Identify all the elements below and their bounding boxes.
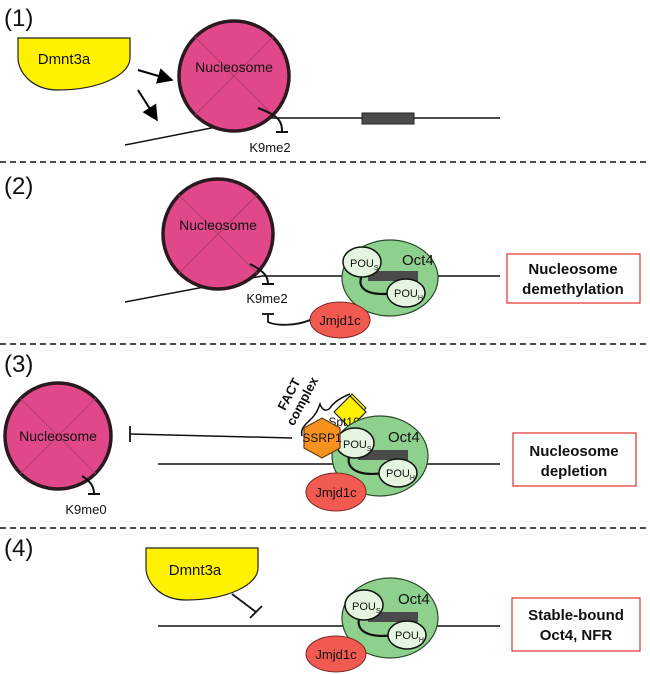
outcome-line-2: Oct4, NFR (540, 627, 613, 644)
pou-h-domain: POUH (386, 278, 426, 308)
histone-tail (249, 263, 269, 285)
panel-1: (1) Dmnt3a Nucleosome K9me2 (4, 5, 500, 155)
dmnt3a-enzyme: Dmnt3a (145, 547, 259, 601)
jmjd1c-label: Jmjd1c (315, 647, 357, 662)
pou-s-label: POU (350, 258, 374, 270)
outcome-line-2: depletion (541, 463, 608, 480)
pou-h-label: POU (395, 630, 419, 642)
panel-4: (4) Dmnt3a Oct4 POUS POUH (4, 535, 641, 673)
jmjd1c-label: Jmjd1c (319, 313, 361, 328)
pou-s-domain: POUS (342, 246, 382, 278)
jmjd1c-enzyme: Jmjd1c (309, 301, 371, 339)
outcome-box (506, 253, 641, 304)
fact-complex-label: FACT complex (274, 374, 321, 428)
histone-mark-label: K9me2 (246, 291, 287, 306)
panel-1-number: (1) (4, 5, 33, 32)
pou-s-label: POU (352, 601, 376, 613)
outcome-line-1: Nucleosome (528, 261, 617, 278)
arrow-to-nucleosome (137, 68, 174, 84)
svg-text:POUS: POUS (343, 439, 372, 453)
arrow-to-dna (137, 89, 158, 122)
oct4-label: Oct4 (402, 252, 434, 269)
inhibition-line (267, 314, 311, 326)
panel-2-number: (2) (4, 173, 33, 200)
oct4-label: Oct4 (398, 591, 430, 608)
panel-2: (2) Nucleosome K9me2 Oct4 POUS (4, 173, 641, 339)
dmnt3a-label: Dmnt3a (38, 51, 91, 68)
pou-s-domain: POUS (344, 589, 384, 621)
nucleosome: Nucleosome (3, 381, 113, 491)
pou-h-subscript: H (419, 637, 424, 644)
oct4-label: Oct4 (388, 429, 420, 446)
svg-text:POUH: POUH (386, 468, 415, 482)
pou-s-domain: POUS (335, 427, 375, 459)
nucleosome: Nucleosome (177, 19, 291, 133)
jmjd1c-enzyme: Jmjd1c (305, 472, 367, 512)
dmnt3a-label: Dmnt3a (169, 562, 222, 579)
histone-tail (81, 475, 95, 495)
histone-mark-label: K9me0 (65, 502, 106, 517)
svg-text:POUS: POUS (350, 258, 379, 272)
pou-h-subscript: H (410, 475, 415, 482)
svg-text:POUH: POUH (394, 288, 423, 302)
histone-tail (257, 107, 283, 133)
panel-3: (3) Nucleosome K9me0 FACT complex Spt16 (3, 351, 637, 517)
pou-h-label: POU (386, 468, 410, 480)
pou-s-subscript: S (376, 608, 381, 615)
pou-s-subscript: S (367, 446, 372, 453)
pou-s-label: POU (343, 439, 367, 451)
nucleosome: Nucleosome (161, 177, 275, 291)
pou-s-subscript: S (374, 265, 379, 272)
svg-text:POUH: POUH (395, 630, 424, 644)
outcome-box (511, 597, 641, 652)
outcome-box (512, 432, 637, 487)
oct4-binding-site (358, 450, 408, 460)
nucleosome-label: Nucleosome (195, 59, 273, 75)
histone-mark-label: K9me2 (249, 140, 290, 155)
nucleosome-label: Nucleosome (179, 217, 257, 233)
outcome-line-1: Nucleosome (529, 443, 618, 460)
ssrp1-label: SSRP1 (302, 431, 342, 445)
nucleosome-label: Nucleosome (19, 428, 97, 444)
outcome-line-2: demethylation (522, 281, 624, 298)
pou-h-domain: POUH (378, 458, 418, 488)
jmjd1c-enzyme: Jmjd1c (305, 635, 367, 673)
pou-h-subscript: H (418, 295, 423, 302)
panel-3-number: (3) (4, 351, 33, 378)
pou-h-label: POU (394, 288, 418, 300)
jmjd1c-label: Jmjd1c (315, 485, 357, 500)
fact-bracket (300, 393, 351, 437)
ssrp1-subunit: SSRP1 (302, 417, 342, 459)
oct4-complex: Oct4 POUS POUH (341, 239, 439, 317)
pou-h-domain: POUH (387, 620, 427, 650)
oct4-complex: Oct4 POUS POUH (341, 577, 439, 659)
oct4-complex: Oct4 POUS POUH (331, 415, 429, 497)
oct4-binding-site (361, 112, 415, 125)
inhibition-cap (249, 605, 263, 619)
outcome-line-1: Stable-bound (528, 607, 624, 624)
dmnt3a-enzyme: Dmnt3a (17, 37, 131, 91)
inhibition-line (231, 593, 257, 613)
oct4-binding-site (368, 612, 418, 622)
svg-text:POUS: POUS (352, 601, 381, 615)
panel-4-number: (4) (4, 535, 33, 562)
oct4-binding-site (368, 271, 418, 281)
eviction-line (129, 433, 293, 439)
